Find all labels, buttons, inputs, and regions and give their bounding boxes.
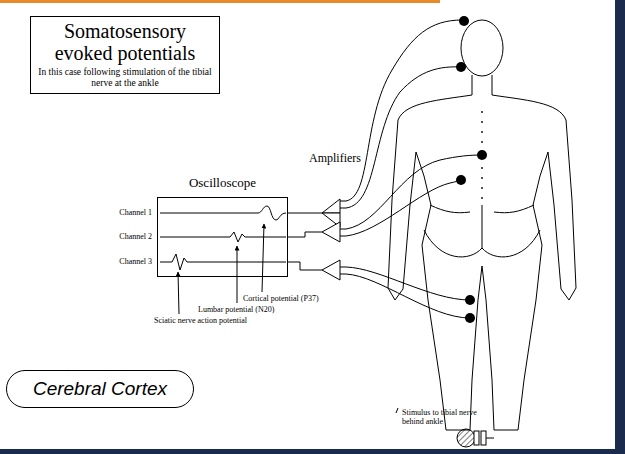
node-note: In this case following stimulation of th…: [35, 67, 215, 89]
body-figure: [388, 20, 576, 430]
node-heading: Cerebral Cortex: [11, 378, 189, 400]
pointer-label: Sciatic nerve action potential: [154, 316, 294, 325]
amplifier-output: [288, 213, 322, 270]
amplifier-symbol: [322, 199, 346, 280]
stimulus-note: Stimulus to tibial nerve behind ankle: [402, 408, 480, 426]
stimulus-electrode: [457, 429, 494, 447]
side-strip: [615, 0, 625, 454]
bottom-strip: [0, 449, 625, 454]
pointer-label: Cortical potential (P37): [243, 294, 353, 303]
signal-trace: [160, 206, 286, 270]
title-box: Somatosensory evoked potentials In this c…: [30, 16, 220, 94]
channel-label: Channel 3: [96, 257, 152, 266]
amplifiers-label: Amplifiers: [300, 152, 370, 166]
channel-label: Channel 2: [96, 232, 152, 241]
node-heading: Somatosensory evoked potentials: [35, 20, 215, 64]
electrode-wire: [346, 20, 482, 318]
region-label-box: Cerebral Cortex: [6, 370, 194, 408]
pointer-label: Lumbar potential (N20): [198, 305, 308, 314]
node-heading: Oscilloscope: [157, 175, 288, 191]
oscilloscope-box: Oscilloscope: [157, 175, 288, 277]
electrode-dot: [456, 16, 487, 323]
channel-label: Channel 1: [96, 208, 152, 217]
top-strip: [0, 0, 440, 3]
tick-mark: [396, 408, 398, 413]
screen-frame: [157, 197, 288, 277]
